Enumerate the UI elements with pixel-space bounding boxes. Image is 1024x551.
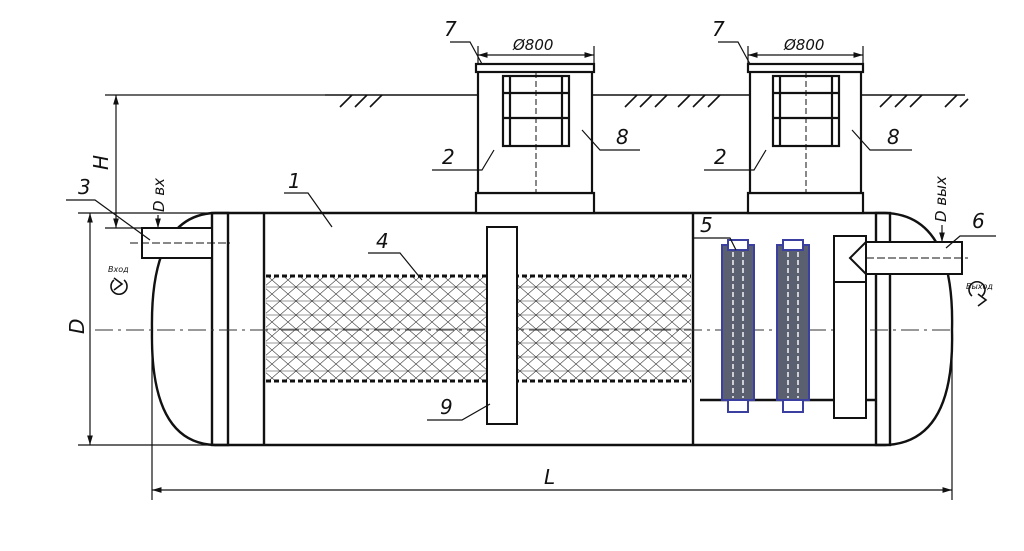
label-baffle: 9 (440, 395, 453, 419)
riser-left (474, 62, 596, 215)
outlet-flow-icon (968, 281, 988, 307)
inlet-flow-icon (110, 277, 128, 295)
riser-right (746, 62, 865, 215)
flow-outlet-label: Выход (966, 282, 993, 291)
outlet-assembly (833, 235, 968, 419)
label-hatch-right: 7 (712, 17, 725, 41)
label-outlet-pipe: 6 (972, 209, 985, 233)
label-sorption-filters: 5 (700, 213, 713, 237)
dim-hatch-diameter-left: Ø800 (512, 36, 553, 54)
label-ladder-left: 8 (616, 125, 629, 149)
label-filter-media: 4 (376, 229, 389, 253)
label-inlet-pipe: 3 (78, 175, 91, 199)
baffle (486, 226, 518, 425)
flow-inlet-label: Вход (108, 265, 129, 274)
dim-hatch-diameter-right: Ø800 (783, 36, 824, 54)
label-ladder-right: 8 (887, 125, 900, 149)
ground-line (325, 94, 969, 108)
label-riser-right: 2 (714, 145, 727, 169)
dim-length: L (544, 465, 555, 489)
label-riser-left: 2 (442, 145, 455, 169)
inlet-pipe (130, 227, 230, 259)
sorption-filter-left (721, 239, 755, 413)
label-hatch-left: 7 (444, 17, 457, 41)
filter-media (266, 274, 691, 383)
dim-depth: H (89, 155, 113, 170)
sorption-filter-right (776, 239, 810, 413)
dim-outlet-diameter: D вых (932, 176, 950, 222)
label-tank: 1 (288, 169, 301, 193)
dim-inlet-diameter: D вх (150, 178, 168, 212)
dimension-lines (66, 41, 996, 500)
dim-diameter: D (65, 319, 89, 334)
